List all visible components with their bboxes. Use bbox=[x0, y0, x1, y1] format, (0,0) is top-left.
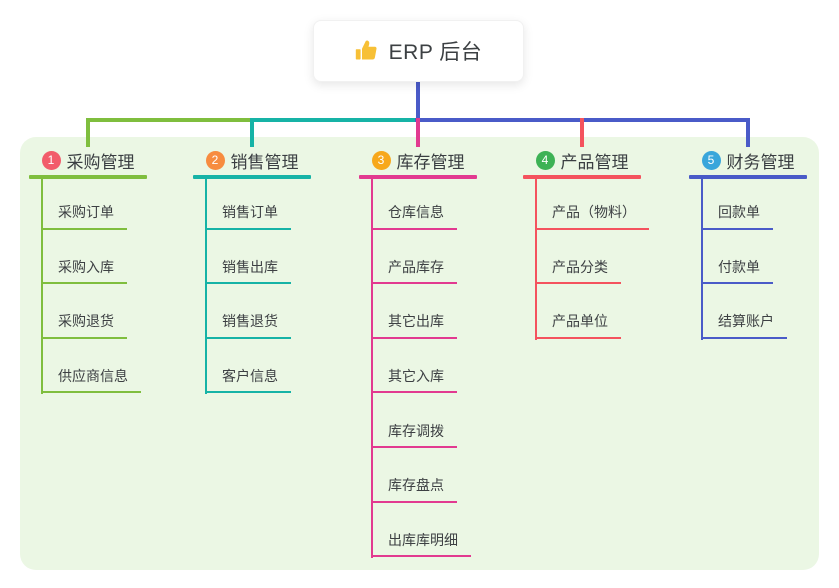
leaf-node: 其它出库 bbox=[371, 284, 471, 339]
branches-panel bbox=[20, 137, 819, 570]
leaf-node: 产品（物料） bbox=[535, 175, 649, 230]
leaf-node: 产品单位 bbox=[535, 284, 649, 339]
branch-underline bbox=[689, 175, 807, 179]
branch-node-sales[interactable]: 2 销售管理 bbox=[193, 147, 311, 173]
leaf-label[interactable]: 付款单 bbox=[701, 259, 773, 285]
leaf-label[interactable]: 客户信息 bbox=[205, 368, 291, 394]
branch-label: 产品管理 bbox=[560, 152, 629, 172]
branch-node-product[interactable]: 4 产品管理 bbox=[523, 147, 641, 173]
leaf-node: 供应商信息 bbox=[41, 339, 141, 394]
branch-label: 财务管理 bbox=[726, 152, 795, 172]
root-node[interactable]: ERP 后台 bbox=[313, 20, 524, 82]
branch-items: 回款单 付款单 结算账户 bbox=[701, 175, 787, 340]
leaf-label[interactable]: 其它出库 bbox=[371, 314, 457, 339]
branch-items: 仓库信息 产品库存 其它出库 其它入库 库存调拨 库存盘点 出库库明细 bbox=[371, 175, 471, 559]
leaf-label[interactable]: 采购入库 bbox=[41, 259, 127, 285]
leaf-node: 产品库存 bbox=[371, 230, 471, 285]
root-connector bbox=[415, 81, 420, 122]
thumbs-up-icon bbox=[355, 39, 379, 63]
leaf-label[interactable]: 销售订单 bbox=[205, 204, 291, 230]
leaf-node: 仓库信息 bbox=[371, 175, 471, 230]
branch-node-finance[interactable]: 5 财务管理 bbox=[689, 147, 807, 173]
leaf-label[interactable]: 产品分类 bbox=[535, 259, 621, 285]
branch-items: 销售订单 销售出库 销售退货 客户信息 bbox=[205, 175, 291, 395]
leaf-node: 出库库明细 bbox=[371, 503, 471, 558]
branch-finance: 5 财务管理 回款单 付款单 结算账户 bbox=[689, 118, 807, 340]
branch-number-badge: 4 bbox=[535, 150, 555, 170]
connector-drop bbox=[580, 118, 584, 147]
connector-drop bbox=[86, 118, 90, 147]
leaf-node: 采购订单 bbox=[41, 175, 141, 230]
leaf-label[interactable]: 回款单 bbox=[701, 204, 773, 230]
leaf-label[interactable]: 采购订单 bbox=[41, 204, 127, 230]
branch-label: 销售管理 bbox=[230, 152, 299, 172]
branch-underline bbox=[359, 175, 477, 179]
branch-inventory: 3 库存管理 仓库信息 产品库存 其它出库 其它入库 库存调拨 库存盘点 出库库… bbox=[359, 118, 477, 559]
branch-items: 产品（物料） 产品分类 产品单位 bbox=[535, 175, 649, 340]
connector-drop bbox=[746, 118, 750, 147]
leaf-label[interactable]: 其它入库 bbox=[371, 368, 457, 394]
leaf-label[interactable]: 采购退货 bbox=[41, 314, 127, 339]
leaf-label[interactable]: 产品库存 bbox=[371, 259, 457, 285]
leaf-node: 销售订单 bbox=[205, 175, 291, 230]
leaf-label[interactable]: 库存盘点 bbox=[371, 477, 457, 503]
leaf-label[interactable]: 仓库信息 bbox=[371, 204, 457, 230]
branch-number-badge: 3 bbox=[371, 150, 391, 170]
leaf-node: 销售退货 bbox=[205, 284, 291, 339]
leaf-node: 销售出库 bbox=[205, 230, 291, 285]
branch-number-badge: 1 bbox=[41, 150, 61, 170]
branch-sales: 2 销售管理 销售订单 销售出库 销售退货 客户信息 bbox=[193, 118, 311, 395]
leaf-node: 回款单 bbox=[701, 175, 787, 230]
leaf-node: 采购退货 bbox=[41, 284, 141, 339]
leaf-label[interactable]: 产品（物料） bbox=[535, 204, 649, 230]
branch-underline bbox=[523, 175, 641, 179]
branch-items: 采购订单 采购入库 采购退货 供应商信息 bbox=[41, 175, 141, 395]
leaf-label[interactable]: 供应商信息 bbox=[41, 368, 141, 394]
branch-label: 库存管理 bbox=[396, 152, 465, 172]
connector-drop bbox=[250, 118, 254, 147]
branch-underline bbox=[193, 175, 311, 179]
leaf-node: 结算账户 bbox=[701, 284, 787, 339]
leaf-node: 库存盘点 bbox=[371, 448, 471, 503]
root-title: ERP 后台 bbox=[388, 41, 483, 64]
leaf-node: 其它入库 bbox=[371, 339, 471, 394]
leaf-node: 产品分类 bbox=[535, 230, 649, 285]
branch-underline bbox=[29, 175, 147, 179]
connector-drop bbox=[416, 118, 420, 147]
leaf-label[interactable]: 结算账户 bbox=[701, 314, 787, 339]
branch-purchase: 1 采购管理 采购订单 采购入库 采购退货 供应商信息 bbox=[29, 118, 147, 395]
branch-label: 采购管理 bbox=[66, 152, 135, 172]
branch-product: 4 产品管理 产品（物料） 产品分类 产品单位 bbox=[523, 118, 649, 340]
leaf-label[interactable]: 出库库明细 bbox=[371, 532, 471, 558]
connector-bus-left-teal bbox=[251, 118, 419, 122]
connector-bus-left-green bbox=[86, 118, 253, 122]
leaf-label[interactable]: 销售出库 bbox=[205, 259, 291, 285]
branch-number-badge: 2 bbox=[205, 150, 225, 170]
leaf-label[interactable]: 库存调拨 bbox=[371, 423, 457, 448]
branch-number-badge: 5 bbox=[701, 150, 721, 170]
branch-node-purchase[interactable]: 1 采购管理 bbox=[29, 147, 147, 173]
leaf-label[interactable]: 销售退货 bbox=[205, 314, 291, 339]
leaf-node: 库存调拨 bbox=[371, 393, 471, 448]
branch-node-inventory[interactable]: 3 库存管理 bbox=[359, 147, 477, 173]
leaf-node: 采购入库 bbox=[41, 230, 141, 285]
leaf-node: 客户信息 bbox=[205, 339, 291, 394]
leaf-label[interactable]: 产品单位 bbox=[535, 314, 621, 339]
leaf-node: 付款单 bbox=[701, 230, 787, 285]
